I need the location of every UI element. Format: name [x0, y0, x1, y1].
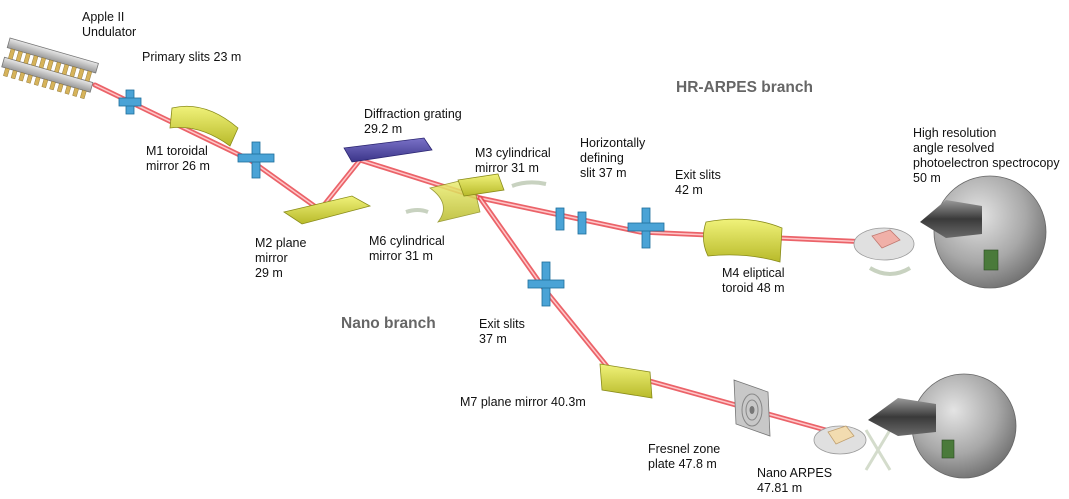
label-m2: M2 plane mirror 29 m	[255, 236, 307, 280]
beam-path	[92, 82, 873, 437]
nano-sample-stage	[813, 425, 892, 471]
label-exit-slits-nano: Exit slits 37 m	[479, 317, 525, 346]
nano-arpes-chamber	[868, 373, 1017, 479]
m6-rotation-arrow	[405, 208, 429, 214]
horizontal-slit	[555, 207, 587, 235]
hr-arpes-chamber	[920, 175, 1047, 289]
diffraction-grating	[343, 137, 433, 163]
m1-toroidal-mirror	[169, 105, 239, 147]
label-undulator: Apple II Undulator	[82, 10, 137, 39]
m2-plane-mirror	[283, 195, 372, 225]
hr-sample-stage	[853, 227, 915, 276]
label-m6: M6 cylindrical mirror 31 m	[369, 234, 445, 263]
m4-elliptical-toroid	[703, 218, 783, 263]
exit-slits-hr	[627, 207, 665, 249]
label-grating: Diffraction grating 29.2 m	[364, 107, 462, 136]
label-exit-slits-hr: Exit slits 42 m	[675, 168, 721, 197]
exit-slits-nano	[527, 261, 565, 307]
undulator	[1, 37, 99, 100]
label-hr-station: High resolution angle resolved photoelec…	[913, 126, 1060, 185]
m1-slits	[237, 141, 275, 179]
fresnel-zone-plate	[733, 379, 771, 437]
branch-hr-arpes: HR-ARPES branch	[676, 79, 813, 96]
primary-slits	[118, 89, 142, 115]
label-m3: M3 cylindrical mirror 31 m	[475, 146, 551, 175]
m3-cylindrical-mirror	[457, 173, 505, 197]
label-fresnel: Fresnel zone plate 47.8 m	[648, 442, 721, 471]
label-m4: M4 eliptical toroid 48 m	[722, 266, 785, 295]
label-nano-station: Nano ARPES 47.81 m	[757, 466, 833, 495]
label-m1: M1 toroidal mirror 26 m	[146, 144, 210, 173]
label-primary-slits: Primary slits 23 m	[142, 50, 242, 64]
label-horizontal-slit: Horizontally defining slit 37 m	[580, 136, 646, 180]
branch-nano: Nano branch	[341, 315, 436, 332]
label-m7: M7 plane mirror 40.3m	[460, 395, 586, 409]
m7-plane-mirror	[599, 363, 653, 399]
m3-rotation-arrow	[511, 180, 547, 188]
